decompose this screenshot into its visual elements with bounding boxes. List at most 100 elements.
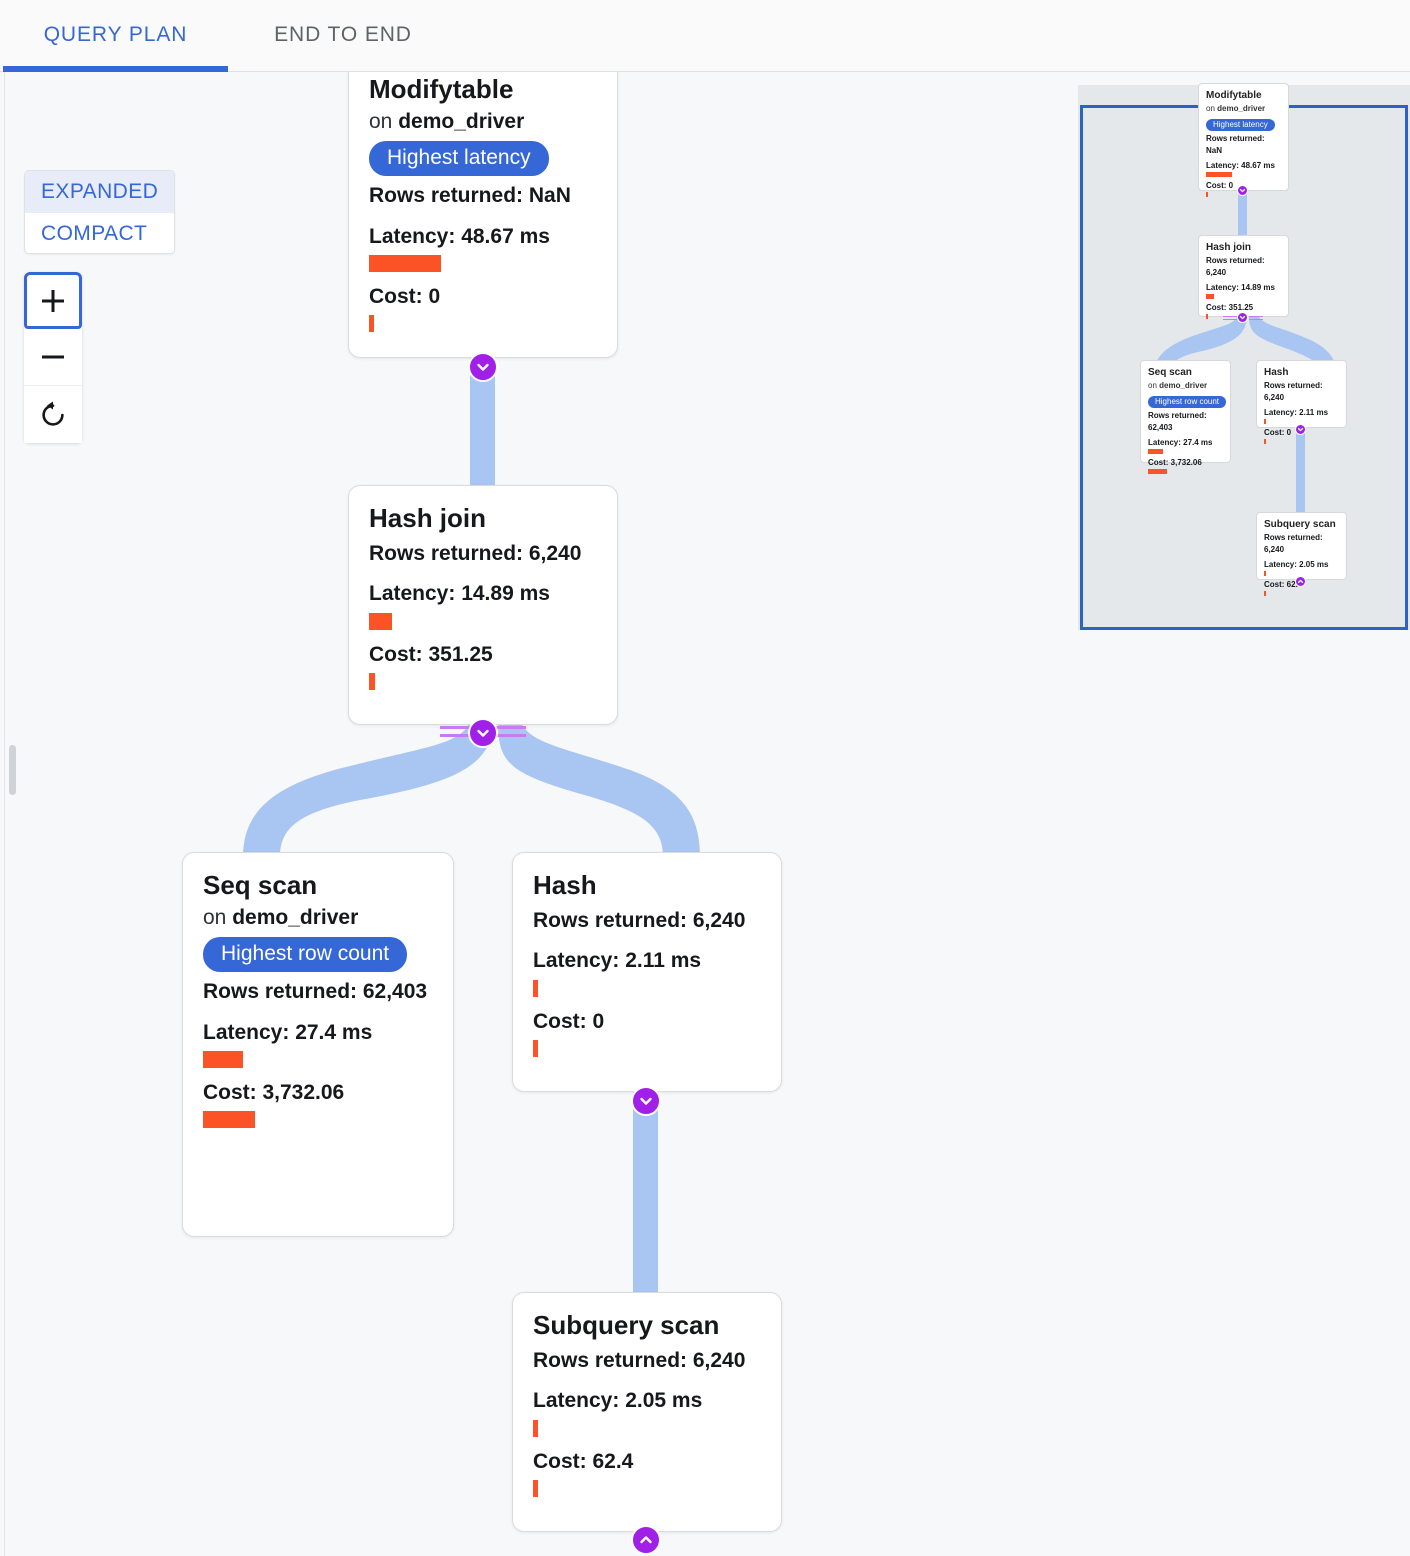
chevron-down-icon (1239, 315, 1246, 320)
panel-divider (4, 72, 5, 1556)
node-title: Subquery scan (533, 1310, 720, 1340)
minimap-panel[interactable]: Modifytable on demo_driver Highest laten… (1078, 83, 1410, 630)
graph-canvas[interactable]: Modifytable on demo_driver Highest laten… (0, 72, 1410, 1556)
mm-node-cost-bar (1264, 590, 1266, 596)
node-cost-metric: Cost: 62.4 (533, 1449, 761, 1497)
node-badge: Highest latency (369, 141, 549, 177)
mm-node-hash-join[interactable]: Hash join Rows returned: 6,240 Latency: … (1198, 235, 1289, 319)
node-latency-bar (369, 254, 441, 272)
mm-node-latency-label: Latency: 14.89 ms (1206, 282, 1275, 292)
mm-node-latency-label: Latency: 2.05 ms (1264, 559, 1329, 569)
mm-node-modifytable[interactable]: Modifytable on demo_driver Highest laten… (1198, 83, 1289, 198)
mm-node-title: Hash (1264, 367, 1289, 378)
node-latency-metric: Latency: 27.4 ms (203, 1020, 433, 1068)
mm-node-badge: Highest latency (1206, 118, 1275, 131)
mm-node-badge: Highest row count (1148, 395, 1227, 408)
node-cost-metric: Cost: 3,732.06 (203, 1080, 433, 1129)
mm-node-rows: Rows returned: 6,240 (1264, 380, 1323, 402)
mm-expand-toggle-subquery-scan[interactable] (1295, 576, 1306, 587)
mm-node-cost-label: Cost: 3,732.06 (1148, 457, 1202, 467)
node-latency-metric: Latency: 48.67 ms (369, 224, 597, 272)
mm-node-relation-prefix: on (1148, 380, 1160, 390)
node-hash-join[interactable]: Hash join Rows returned: 6,240 Latency: … (348, 485, 618, 725)
zoom-controls (24, 272, 82, 443)
mm-node-cost-label: Cost: 351.25 (1206, 302, 1254, 312)
node-title: Seq scan (203, 870, 318, 900)
mm-node-title: Hash join (1206, 242, 1252, 253)
mm-node-latency-label: Latency: 2.11 ms (1264, 407, 1329, 417)
zoom-in-button[interactable] (24, 272, 82, 329)
mm-node-latency-metric: Latency: 14.89 ms (1206, 282, 1281, 299)
mode-expanded-button[interactable]: EXPANDED (25, 171, 174, 213)
node-cost-label: Cost: 0 (369, 284, 441, 308)
mm-collapse-toggle-hash-join[interactable] (1237, 312, 1248, 323)
mm-node-latency-metric: Latency: 2.05 ms (1264, 559, 1339, 576)
active-tab-indicator (3, 66, 228, 72)
minus-icon (42, 355, 64, 359)
mm-node-rows: Rows returned: NaN (1206, 133, 1265, 155)
node-cost-bar (369, 672, 375, 690)
mm-collapse-rail-hash-join (1223, 314, 1263, 322)
mode-expanded-label: EXPANDED (41, 180, 159, 203)
mm-node-subquery-scan[interactable]: Subquery scan Rows returned: 6,240 Laten… (1256, 512, 1347, 596)
node-relation: on demo_driver (369, 108, 597, 135)
node-relation: on demo_driver (203, 904, 433, 931)
mode-compact-label: COMPACT (41, 222, 148, 245)
edge-hash-subqueryscan (633, 1090, 658, 1305)
plus-icon (42, 289, 64, 312)
node-latency-bar (203, 1050, 243, 1068)
node-subquery-scan[interactable]: Subquery scan Rows returned: 6,240 Laten… (512, 1292, 782, 1532)
mm-node-cost-bar (1206, 192, 1208, 198)
node-hash[interactable]: Hash Rows returned: 6,240 Latency: 2.11 … (512, 852, 782, 1092)
mm-node-relation: on demo_driver (1206, 103, 1281, 114)
node-latency-label: Latency: 2.05 ms (533, 1389, 703, 1413)
node-latency-bar (533, 979, 538, 997)
mm-node-cost-bar (1264, 438, 1266, 444)
mm-node-relation: on demo_driver (1148, 380, 1223, 391)
node-relation-name: demo_driver (398, 110, 525, 134)
layout-mode-toggle: EXPANDED COMPACT (24, 170, 175, 254)
node-cost-bar (369, 315, 374, 333)
node-title: Modifytable (369, 74, 514, 104)
node-latency-label: Latency: 27.4 ms (203, 1020, 373, 1044)
node-latency-label: Latency: 2.11 ms (533, 949, 702, 973)
mm-node-relation-prefix: on (1206, 103, 1218, 113)
chevron-down-icon (477, 729, 489, 737)
mm-node-rows: Rows returned: 6,240 (1264, 532, 1323, 554)
node-latency-metric: Latency: 2.05 ms (533, 1388, 761, 1437)
chevron-down-icon (477, 363, 489, 371)
reset-view-button[interactable] (24, 386, 82, 443)
zoom-out-button[interactable] (24, 329, 82, 386)
chevron-down-icon (640, 1097, 652, 1105)
node-cost-bar (203, 1111, 255, 1129)
mm-node-seq-scan[interactable]: Seq scan on demo_driver Highest row coun… (1140, 360, 1231, 475)
mm-edge-hash-subqueryscan (1296, 426, 1305, 527)
node-seq-scan[interactable]: Seq scan on demo_driver Highest row coun… (182, 852, 454, 1237)
expand-toggle-subquery-scan[interactable] (631, 1525, 661, 1555)
mode-compact-button[interactable]: COMPACT (25, 213, 174, 253)
collapse-toggle-modifytable[interactable] (468, 352, 498, 382)
mm-collapse-toggle-modifytable[interactable] (1237, 185, 1248, 196)
mm-node-cost-metric: Cost: 0 (1264, 427, 1339, 444)
mm-node-latency-metric: Latency: 48.67 ms (1206, 160, 1281, 177)
node-modifytable[interactable]: Modifytable on demo_driver Highest laten… (348, 72, 618, 358)
tab-end-to-end[interactable]: END TO END (232, 0, 454, 70)
panel-drag-handle[interactable] (9, 745, 16, 795)
collapse-toggle-hash-join[interactable] (468, 718, 498, 748)
mm-node-hash[interactable]: Hash Rows returned: 6,240 Latency: 2.11 … (1256, 360, 1347, 444)
node-latency-metric: Latency: 14.89 ms (369, 581, 597, 630)
node-rows-returned: Rows returned: 6,240 (369, 542, 582, 566)
mm-node-relation-name: demo_driver (1159, 380, 1208, 390)
mm-edge-hashjoin-children (1152, 315, 1338, 381)
node-cost-bar (533, 1039, 538, 1057)
collapse-toggle-hash[interactable] (631, 1086, 661, 1116)
mm-collapse-toggle-hash[interactable] (1295, 424, 1306, 435)
mm-node-latency-bar (1206, 171, 1232, 177)
edge-hashjoin-children (243, 722, 700, 857)
mm-node-cost-bar (1206, 313, 1208, 319)
tab-bar: QUERY PLAN END TO END (0, 0, 1410, 72)
mm-node-cost-metric: Cost: 62.4 (1264, 579, 1339, 596)
mm-node-cost-label: Cost: 0 (1206, 180, 1234, 190)
tab-query-plan[interactable]: QUERY PLAN (3, 0, 228, 70)
